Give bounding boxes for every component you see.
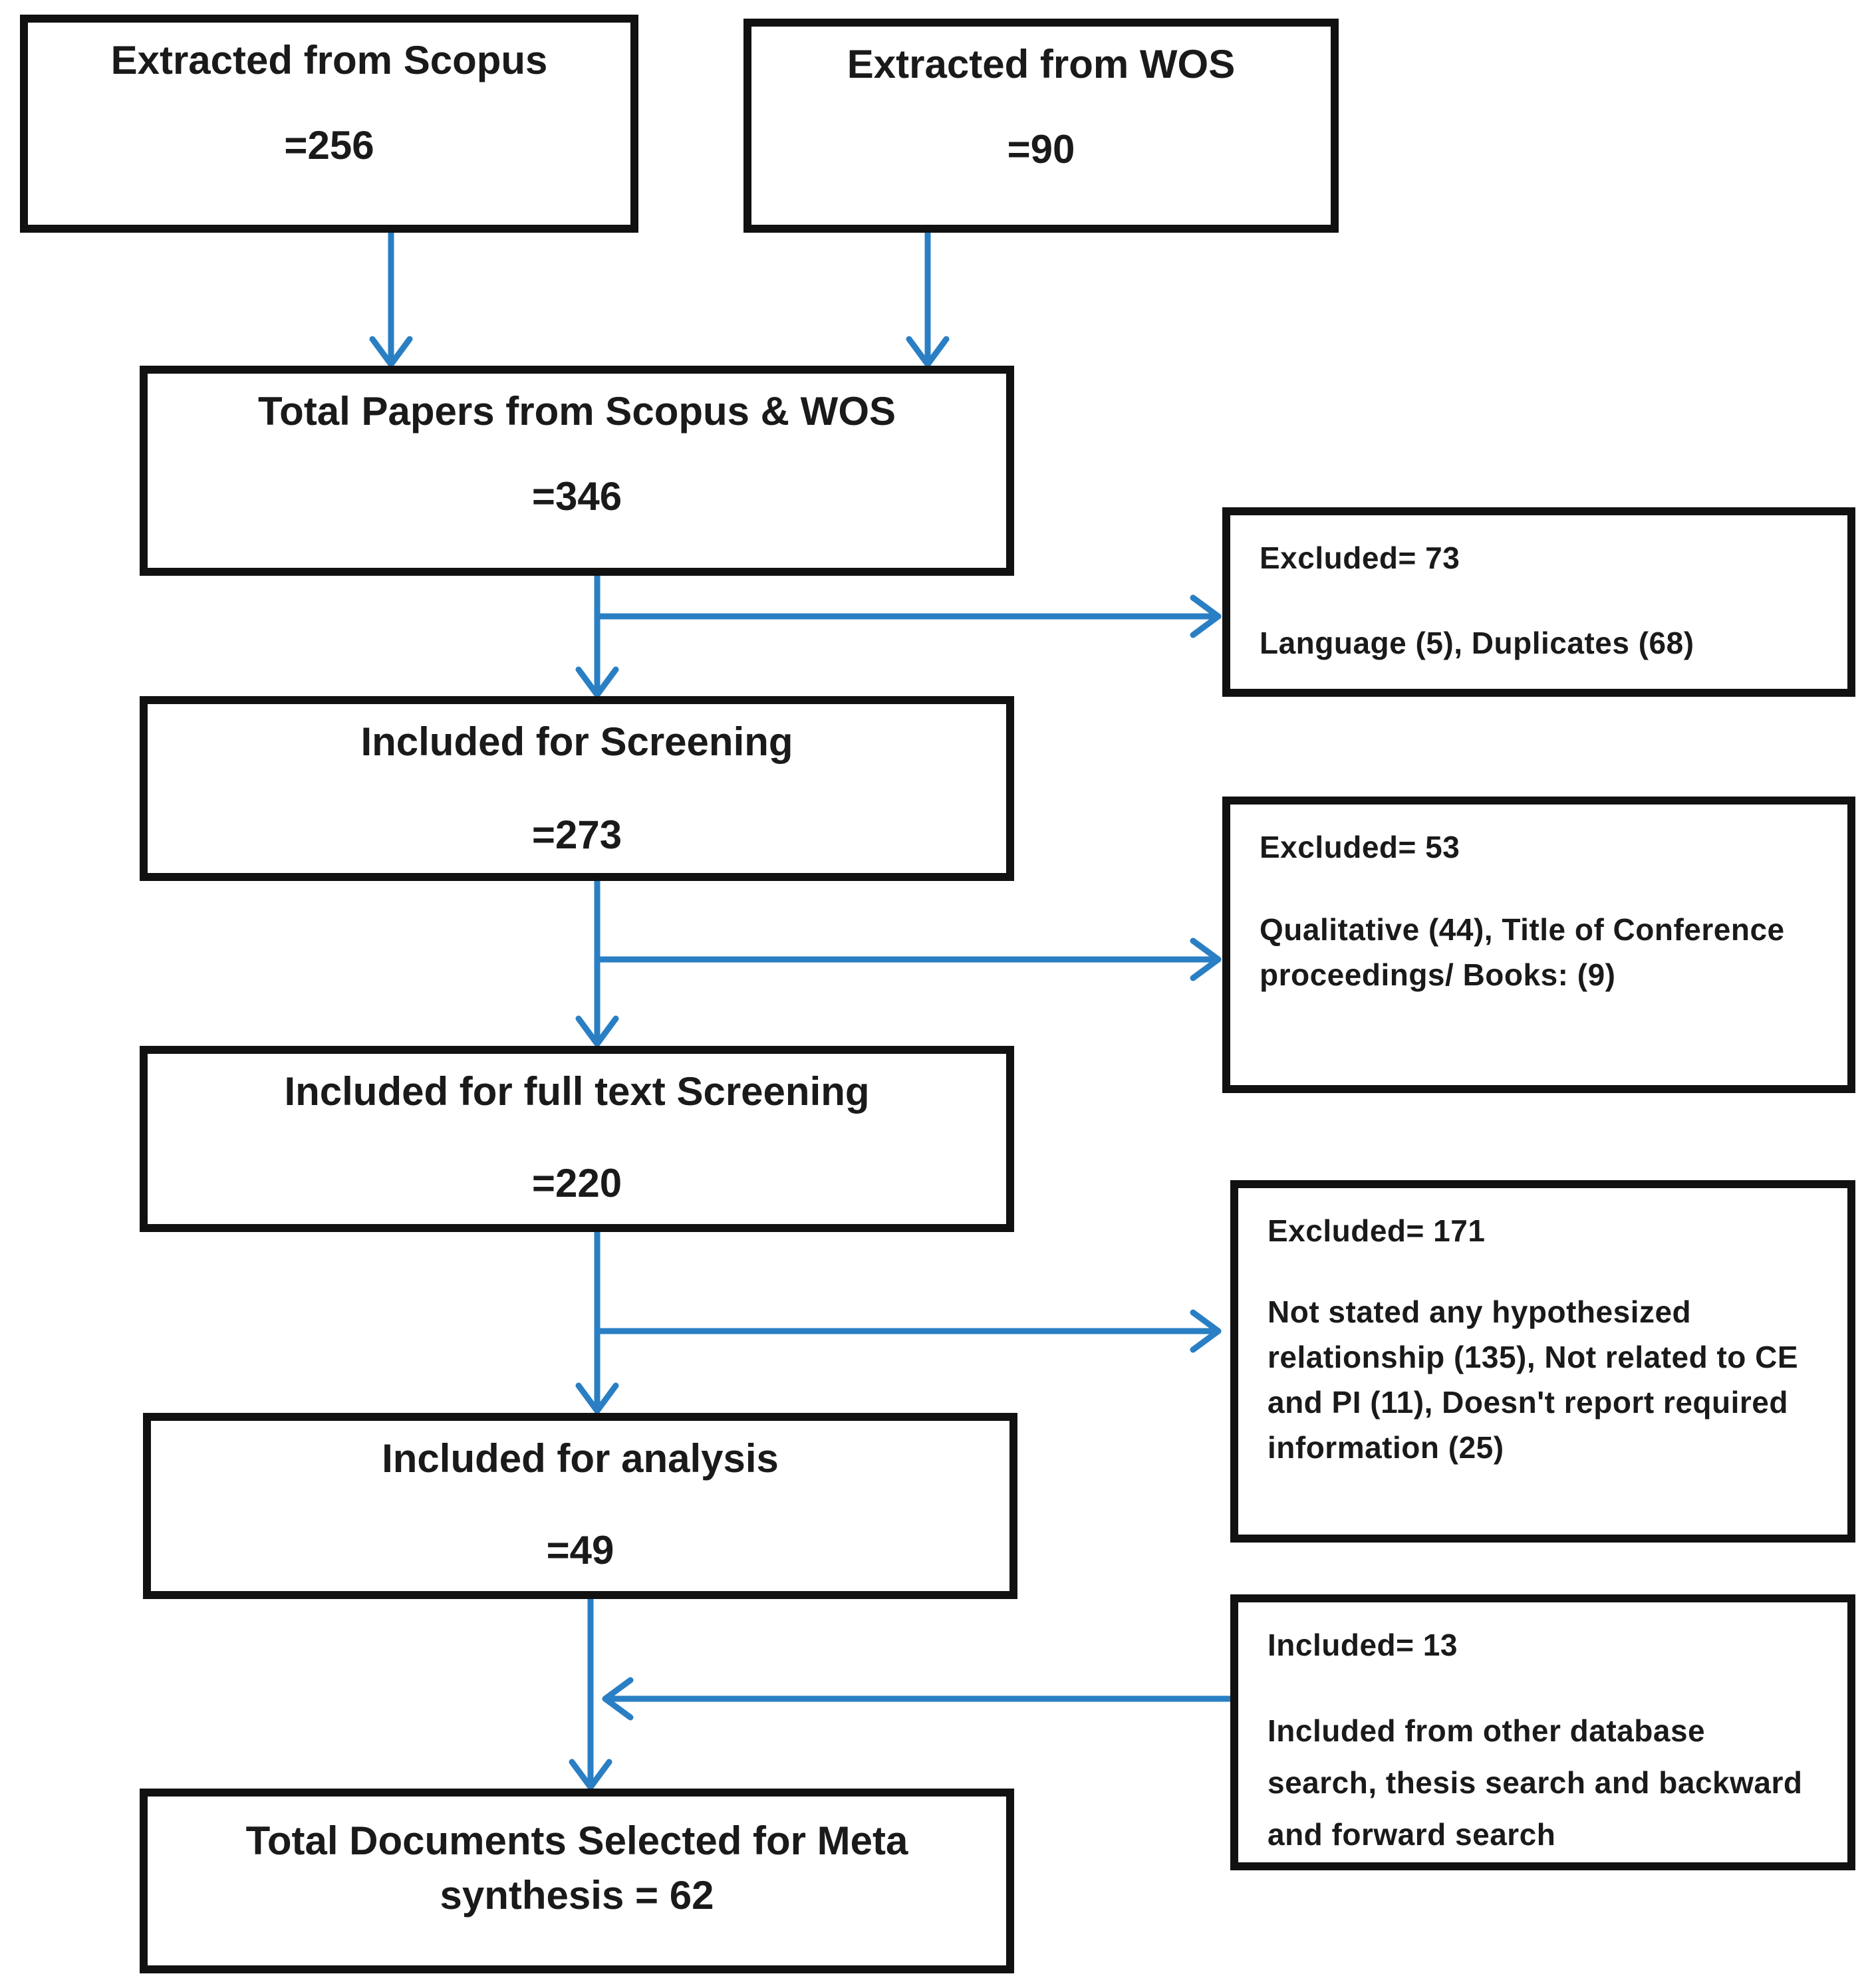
excluded-3-reasons: Not stated any hypothesized relationship… bbox=[1268, 1295, 1799, 1465]
wos-count: =90 bbox=[1007, 127, 1075, 172]
scopus-box: Extracted from Scopus =256 bbox=[20, 15, 638, 233]
arrowhead-screening bbox=[575, 666, 619, 698]
wos-title: Extracted from WOS bbox=[847, 42, 1236, 86]
arrowhead-wos bbox=[906, 336, 950, 368]
screening-box: Included for Screening =273 bbox=[140, 696, 1014, 881]
arrowhead-analysis bbox=[575, 1382, 619, 1414]
included-extra-sources: Included from other database search, the… bbox=[1268, 1713, 1803, 1852]
total-papers-box: Total Papers from Scopus & WOS =346 bbox=[140, 366, 1014, 576]
excluded-3-count: Excluded= 171 bbox=[1268, 1213, 1486, 1248]
analysis-box: Included for analysis =49 bbox=[143, 1413, 1017, 1599]
excluded-1-reasons: Language (5), Duplicates (68) bbox=[1260, 626, 1694, 660]
analysis-count: =49 bbox=[546, 1528, 614, 1572]
excluded-2-count: Excluded= 53 bbox=[1260, 830, 1460, 864]
total-papers-title: Total Papers from Scopus & WOS bbox=[257, 389, 896, 434]
excluded-hypothesis-box: Excluded= 171 Not stated any hypothesize… bbox=[1230, 1180, 1855, 1543]
arrowhead-fulltext bbox=[575, 1015, 619, 1047]
arrowhead-excluded-2 bbox=[1190, 937, 1222, 981]
final-documents-box: Total Documents Selected for Meta synthe… bbox=[140, 1789, 1014, 1973]
screening-count: =273 bbox=[531, 812, 622, 857]
fulltext-count: =220 bbox=[531, 1161, 622, 1205]
arrowhead-excluded-1 bbox=[1190, 594, 1222, 638]
scopus-title: Extracted from Scopus bbox=[110, 38, 548, 82]
excluded-language-duplicates-box: Excluded= 73 Language (5), Duplicates (6… bbox=[1222, 507, 1855, 697]
arrowhead-included-extra bbox=[602, 1677, 634, 1721]
included-extra-count: Included= 13 bbox=[1268, 1628, 1458, 1662]
analysis-title: Included for analysis bbox=[382, 1436, 779, 1481]
arrowhead-excluded-3 bbox=[1190, 1309, 1222, 1353]
wos-box: Extracted from WOS =90 bbox=[743, 19, 1339, 233]
excluded-2-reasons: Qualitative (44), Title of Conference pr… bbox=[1260, 912, 1785, 992]
scopus-count: =256 bbox=[284, 123, 374, 168]
excluded-qualitative-box: Excluded= 53 Qualitative (44), Title of … bbox=[1222, 797, 1855, 1093]
final-documents-title: Total Documents Selected for Meta synthe… bbox=[245, 1818, 908, 1918]
fulltext-box: Included for full text Screening =220 bbox=[140, 1046, 1014, 1232]
fulltext-title: Included for full text Screening bbox=[284, 1069, 870, 1114]
excluded-1-count: Excluded= 73 bbox=[1260, 541, 1460, 575]
total-papers-count: =346 bbox=[531, 474, 622, 519]
included-other-sources-box: Included= 13 Included from other databas… bbox=[1230, 1594, 1855, 1870]
screening-title: Included for Screening bbox=[360, 719, 793, 764]
arrowhead-final bbox=[569, 1759, 612, 1791]
arrowhead-scopus bbox=[369, 336, 413, 368]
